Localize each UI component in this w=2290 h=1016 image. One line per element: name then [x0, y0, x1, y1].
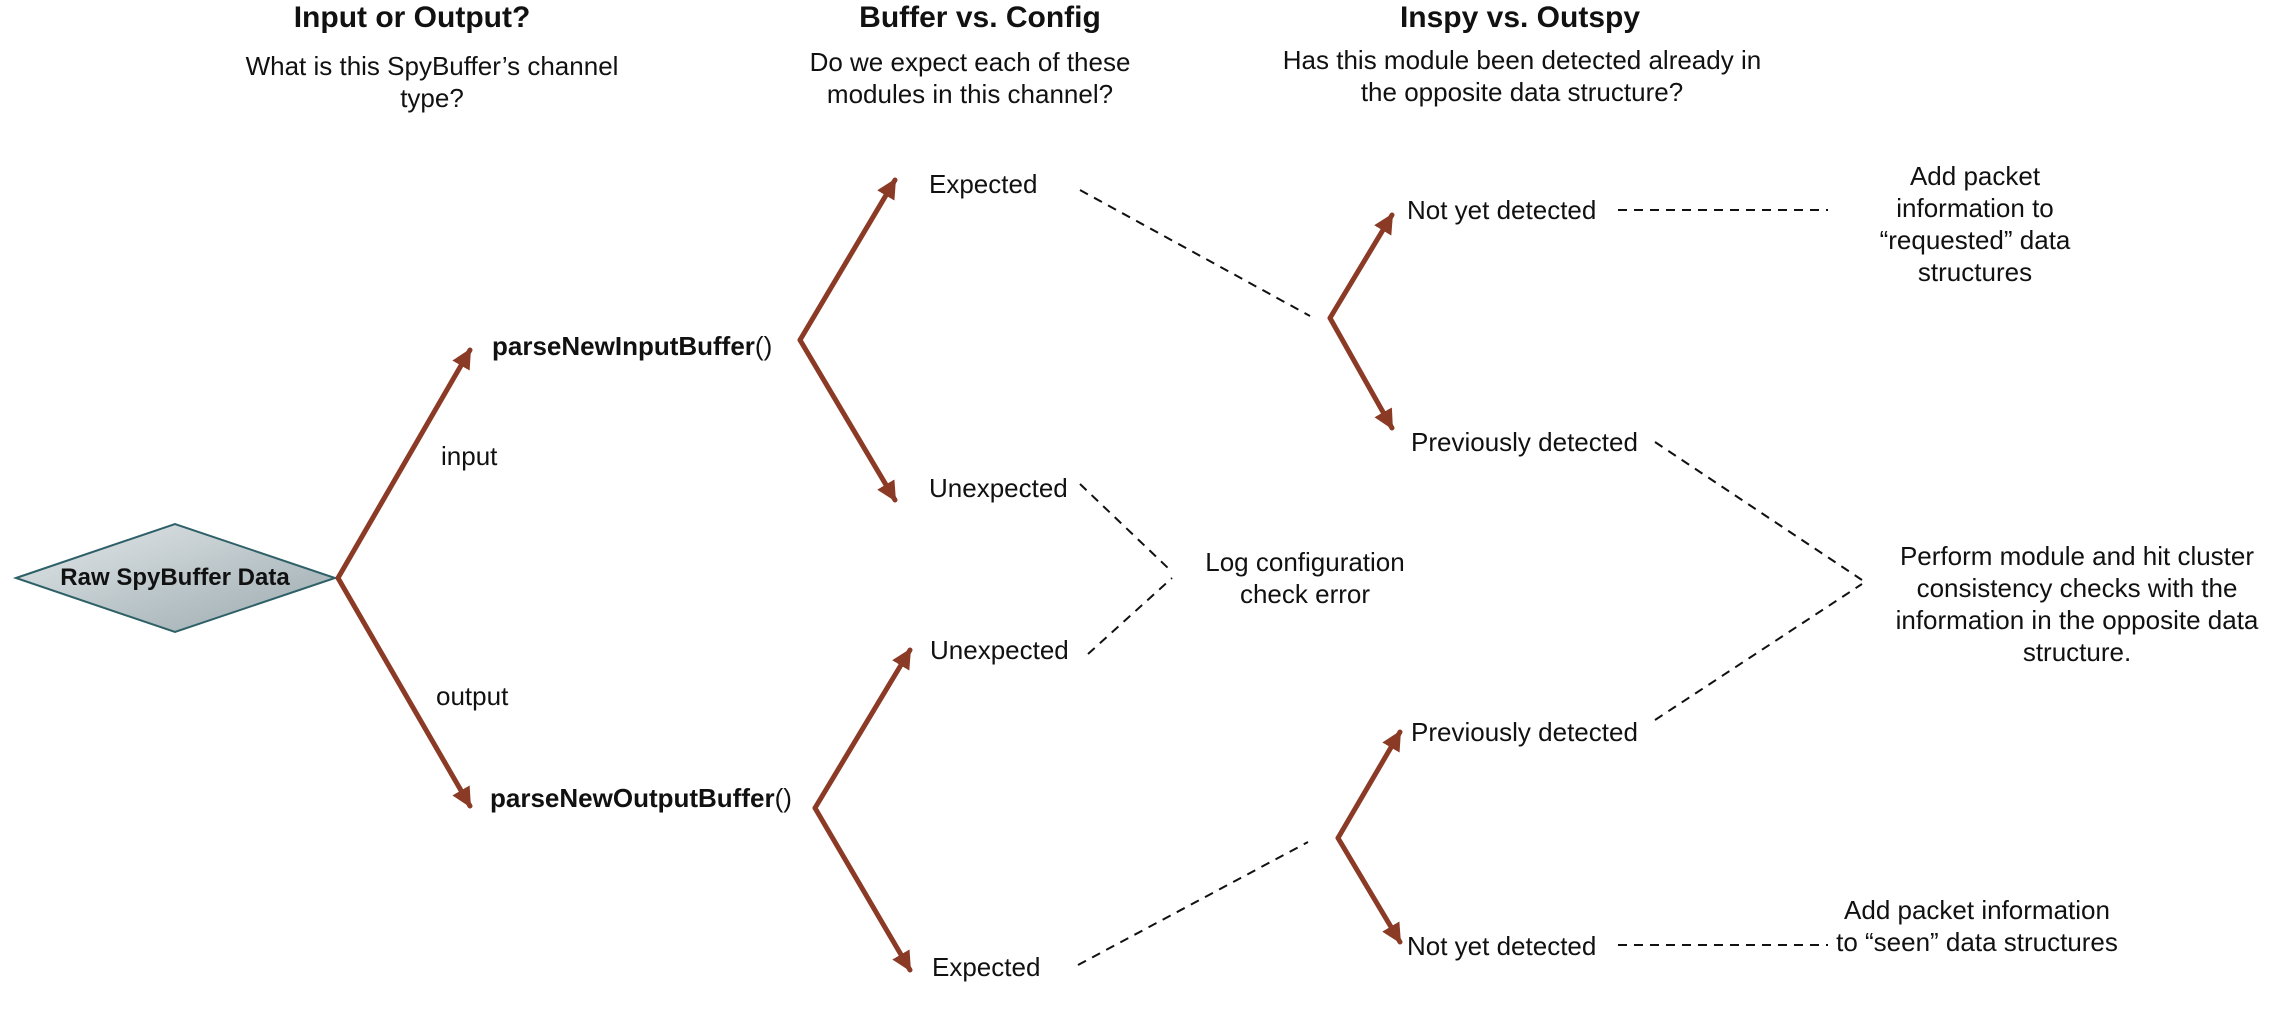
function-parse-output-suffix: (): [774, 783, 792, 813]
outcome-previously-detected-top: Previously detected: [1411, 427, 1638, 457]
branch-arrows: [335, 177, 1403, 973]
dashed-connectors: [1077, 189, 1863, 966]
column-title-inspy-outspy: Inspy vs. Outspy: [1399, 1, 1641, 34]
column-title-input-output: Input or Output?: [293, 1, 531, 34]
function-parse-output-name: parseNewOutputBuffer: [490, 783, 775, 813]
column-subtitle-buffer-config: Do we expect each of these modules in th…: [809, 47, 1131, 109]
outcome-expected-input: Expected: [929, 169, 1038, 199]
branch-label-input: input: [441, 441, 498, 471]
dash-expected-to-bot-fork: [1077, 841, 1309, 966]
outcome-previously-detected-bottom: Previously detected: [1411, 717, 1638, 747]
arrow-top-prev: [1327, 315, 1395, 431]
outcome-unexpected-output: Unexpected: [930, 635, 1069, 665]
dash-unexpected-top-to-log: [1079, 483, 1169, 569]
arrow-output: [335, 575, 473, 809]
outcome-not-yet-detected-bottom: Not yet detected: [1407, 931, 1597, 961]
arrow-bot-notyet: [1335, 835, 1403, 945]
arrow-out-expected: [812, 805, 913, 973]
outcome-unexpected-input: Unexpected: [929, 473, 1068, 503]
start-diamond: [12, 522, 339, 634]
action-log-config-error: Log configuration check error: [1205, 547, 1405, 609]
dash-expected-to-top-fork: [1079, 189, 1311, 317]
outcome-not-yet-detected-top: Not yet detected: [1407, 195, 1597, 225]
dash-prev-top-to-consistency: [1654, 441, 1863, 581]
action-consistency-checks: Perform module and hit cluster consisten…: [1895, 541, 2259, 667]
column-subtitle-inspy-outspy: Has this module been detected already in…: [1282, 45, 1762, 107]
arrow-in-unexpected: [797, 337, 898, 503]
function-parse-input-suffix: (): [754, 331, 773, 361]
arrow-bot-prev: [1335, 729, 1403, 841]
function-parse-output: parseNewOutputBuffer(): [490, 782, 792, 814]
arrow-input: [335, 347, 473, 581]
arrow-out-unexpected: [812, 647, 913, 811]
action-add-requested: Add packet information to “requested” da…: [1879, 161, 2071, 287]
dash-prev-bot-to-consistency: [1654, 583, 1863, 721]
dash-unexpected-bot-to-log: [1087, 577, 1173, 655]
function-parse-input: parseNewInputBuffer(): [492, 330, 772, 362]
branch-label-output: output: [436, 681, 509, 711]
arrow-in-expected: [797, 177, 898, 343]
arrow-top-notyet: [1327, 212, 1395, 321]
action-add-seen: Add packet information to “seen” data st…: [1836, 895, 2118, 957]
start-node-label: Raw SpyBuffer Data: [60, 564, 290, 591]
function-parse-input-name: parseNewInputBuffer: [492, 331, 755, 361]
column-subtitle-input-output: What is this SpyBuffer’s channel type?: [245, 51, 619, 113]
column-title-buffer-config: Buffer vs. Config: [859, 1, 1101, 34]
outcome-expected-output: Expected: [932, 952, 1041, 982]
